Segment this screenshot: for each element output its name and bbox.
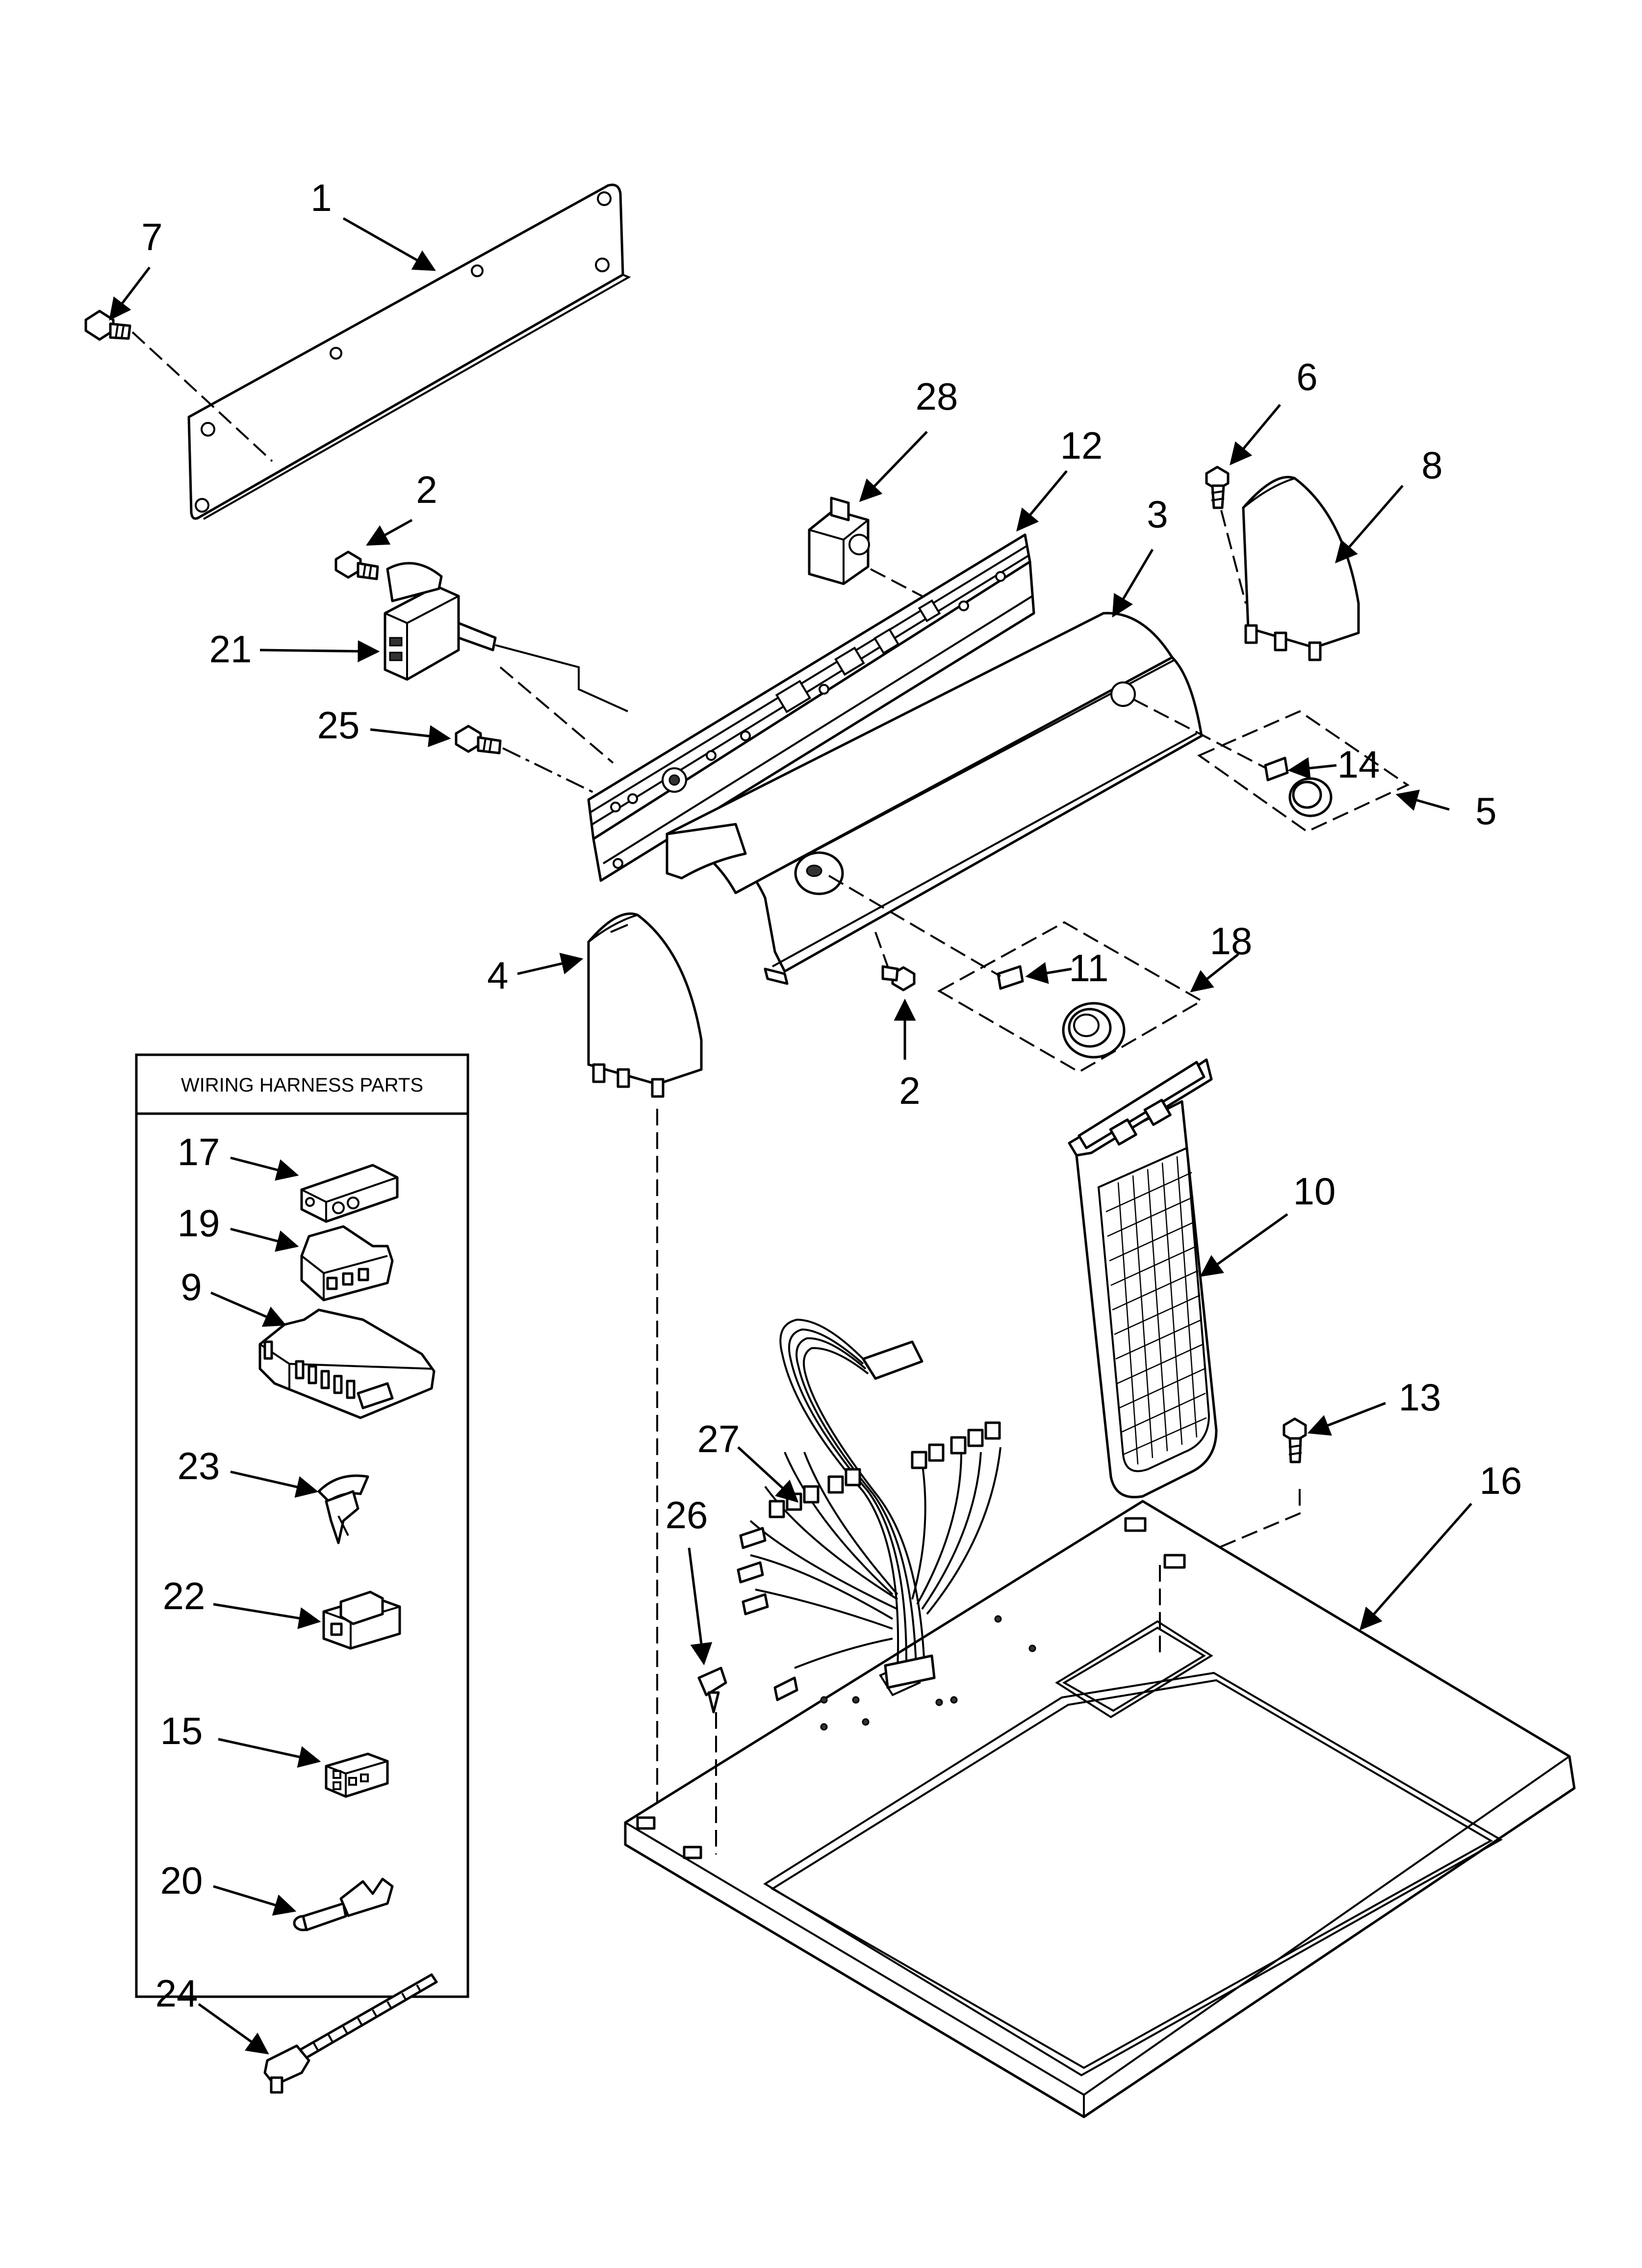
callout-26: 26	[666, 1493, 708, 1537]
callout-25: 25	[317, 704, 360, 747]
callout-6: 6	[1296, 355, 1317, 398]
part-22-connector	[322, 1590, 401, 1650]
callout-15: 15	[160, 1709, 203, 1752]
callout-16: 16	[1480, 1459, 1522, 1502]
part-3-console	[666, 612, 1203, 985]
callout-3: 3	[1147, 493, 1168, 536]
part-25-screw	[455, 725, 599, 796]
part-24-cable-tie	[263, 1973, 438, 2094]
callout-11: 11	[1069, 946, 1109, 990]
part-20-terminal	[293, 1877, 394, 1931]
callout-17: 17	[178, 1130, 220, 1173]
part-2-screw-upper	[334, 550, 379, 580]
part-12-console-bracket	[587, 533, 1035, 882]
part-17-connector	[300, 1164, 399, 1223]
part-2-screw-lower	[874, 932, 916, 991]
callout-19: 19	[178, 1201, 220, 1245]
callout-28: 28	[916, 375, 958, 418]
part-8-end-cap-right	[1242, 476, 1360, 661]
wiring-harness-title: WIRING HARNESS PARTS	[181, 1074, 423, 1096]
callout-21: 21	[209, 627, 252, 671]
wiring-harness-parts-box: WIRING HARNESS PARTS	[135, 1053, 469, 2094]
callout-22: 22	[163, 1574, 205, 1617]
callout-10: 10	[1293, 1170, 1336, 1213]
part-16-top-panel	[624, 1500, 1576, 2118]
callout-27: 27	[697, 1417, 740, 1460]
part-4-end-cap-left	[587, 912, 703, 1845]
callout-2-lower: 2	[899, 1069, 920, 1112]
callout-20: 20	[160, 1859, 203, 1902]
lint-screen-mesh	[1105, 1156, 1207, 1465]
leader-lines	[109, 217, 1472, 2055]
part-10-lint-screen	[1068, 1058, 1218, 1499]
callout-7: 7	[141, 215, 162, 259]
part-28-switch	[808, 496, 923, 597]
part-6-screw	[1205, 466, 1247, 604]
callout-13: 13	[1399, 1376, 1441, 1419]
callout-4: 4	[487, 954, 508, 997]
part-18-knob-assembly	[828, 875, 1204, 1073]
callout-labels: 1 7 2 21 25 28 12 3 6 8 14 5 4 11 18 2 1…	[141, 176, 1522, 2015]
callout-18: 18	[1210, 919, 1253, 963]
callout-1: 1	[310, 176, 332, 219]
part-7-screw	[84, 310, 273, 462]
part-26-clip	[697, 1667, 727, 1714]
callout-14: 14	[1337, 743, 1380, 786]
part-19-connector	[300, 1225, 394, 1302]
part-21-timer	[384, 562, 628, 764]
part-9-terminal-block	[258, 1308, 436, 1419]
part-27-wire-harness	[737, 1318, 1001, 1701]
callout-23: 23	[178, 1444, 220, 1487]
callout-5: 5	[1475, 789, 1496, 833]
part-5-knob-assembly	[1132, 698, 1410, 833]
part-1-rear-panel	[187, 183, 631, 520]
callout-2-upper: 2	[416, 468, 437, 511]
callout-24: 24	[155, 1972, 198, 2015]
part-15-connector	[325, 1752, 389, 1798]
callout-8: 8	[1421, 443, 1442, 487]
callout-9: 9	[180, 1265, 202, 1308]
callout-12: 12	[1060, 424, 1103, 467]
part-23-clip	[317, 1474, 369, 1544]
